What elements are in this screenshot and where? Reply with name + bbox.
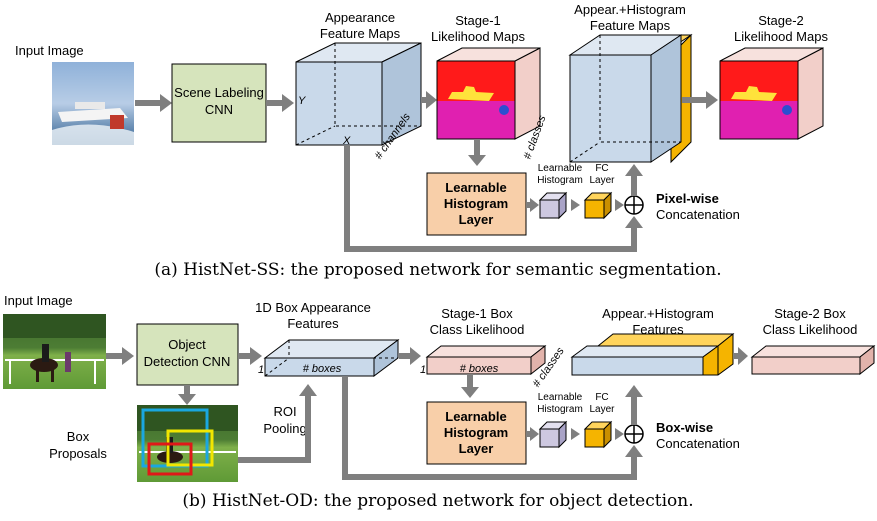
box-appearance-features-bar bbox=[263, 339, 400, 377]
learnable-histogram-layer-label: Learnable bbox=[445, 180, 506, 195]
stage2-box-likelihood-title: Stage-2 Box bbox=[774, 306, 846, 321]
arrow-input-to-detection-cnn bbox=[122, 347, 134, 365]
arrow-features-to-stage1-box bbox=[410, 347, 421, 365]
appear-hist-features-bar bbox=[570, 332, 735, 376]
arrow-cnn-to-box-features bbox=[250, 347, 262, 365]
input-image-boat bbox=[52, 62, 134, 145]
learnable-histogram-vector-label: Learnable bbox=[538, 163, 583, 174]
concatenation-label: Concatenation bbox=[656, 207, 740, 222]
part-b: Input Image Object Detection CNN Box Pro… bbox=[3, 293, 876, 511]
input-image-horse bbox=[3, 314, 106, 389]
arrow-appear-hist-to-stage2-box bbox=[738, 347, 748, 365]
concatenation-label-b: Concatenation bbox=[656, 436, 740, 451]
object-detection-cnn-box bbox=[136, 323, 239, 386]
concat-operator-b bbox=[624, 424, 644, 444]
learnable-histogram-layer-label-b: Learnable bbox=[445, 409, 506, 424]
pixel-wise-label: Pixel-wise bbox=[656, 191, 719, 206]
appearance-feature-cube bbox=[295, 42, 422, 146]
arrow-concat-to-appear-hist-b bbox=[625, 385, 643, 397]
arrow-cnn-to-proposals bbox=[178, 394, 196, 405]
svg-text:Likelihood Maps: Likelihood Maps bbox=[734, 29, 828, 44]
scene-labeling-cnn-label: Scene Labeling bbox=[174, 85, 264, 100]
arrow-stage1-box-to-hist-layer bbox=[461, 387, 479, 398]
fc-layer-vector-b bbox=[583, 420, 613, 449]
svg-text:Detection CNN: Detection CNN bbox=[144, 354, 231, 369]
svg-text:Layer: Layer bbox=[459, 212, 494, 227]
axis-x-label: X bbox=[342, 135, 351, 147]
dim-one-label-b: 1 bbox=[420, 364, 426, 376]
scene-labeling-cnn-box bbox=[171, 63, 267, 143]
svg-text:Histogram: Histogram bbox=[537, 404, 583, 415]
svg-text:Feature Maps: Feature Maps bbox=[590, 18, 671, 33]
appear-hist-maps-title: Appear.+Histogram bbox=[574, 2, 686, 17]
svg-text:Pooling: Pooling bbox=[263, 421, 306, 436]
arrow-concat-to-appear-hist bbox=[625, 164, 643, 176]
stage1-box-likelihood-bar bbox=[425, 344, 547, 376]
concat-operator-a bbox=[624, 195, 644, 215]
learnable-histogram-vector-b bbox=[538, 420, 568, 449]
svg-text:Layer: Layer bbox=[589, 404, 615, 415]
svg-text:Class Likelihood: Class Likelihood bbox=[430, 322, 525, 337]
svg-text:Histogram: Histogram bbox=[444, 425, 508, 440]
box-proposals-label: Box bbox=[67, 429, 90, 444]
axis-y-label: Y bbox=[298, 95, 306, 107]
arrow-appear-hist-to-stage2 bbox=[706, 91, 718, 109]
part-a: Input Image Scene Labeling CNN Appearanc… bbox=[15, 2, 828, 280]
dim-one-label-a: 1 bbox=[258, 364, 264, 376]
input-image-label: Input Image bbox=[15, 43, 84, 58]
box-appearance-features-title: 1D Box Appearance bbox=[255, 300, 371, 315]
svg-text:Layer: Layer bbox=[459, 441, 494, 456]
skip-connection-a bbox=[344, 145, 637, 252]
svg-text:Likelihood Maps: Likelihood Maps bbox=[431, 29, 525, 44]
fc-layer-vector bbox=[583, 191, 613, 220]
stage2-likelihood-title: Stage-2 bbox=[758, 13, 804, 28]
boxes-label-a: # boxes bbox=[303, 363, 342, 375]
arrow-proposals-to-roi bbox=[238, 396, 311, 463]
stage1-likelihood-cube bbox=[436, 47, 541, 140]
svg-text:Histogram: Histogram bbox=[537, 175, 583, 186]
appearance-feature-maps-title: Appearance bbox=[325, 10, 395, 25]
stage1-likelihood-title: Stage-1 bbox=[455, 13, 501, 28]
appear-hist-cube bbox=[568, 33, 693, 164]
boxes-label-b: # boxes bbox=[460, 363, 499, 375]
arrow-features-to-stage1 bbox=[426, 91, 437, 109]
svg-text:Features: Features bbox=[287, 316, 339, 331]
stage1-box-likelihood-title: Stage-1 Box bbox=[441, 306, 513, 321]
svg-text:Class Likelihood: Class Likelihood bbox=[763, 322, 858, 337]
caption-a: (a) HistNet-SS: the proposed network for… bbox=[154, 260, 721, 280]
svg-text:Features: Features bbox=[632, 322, 684, 337]
arrow-stage1-to-hist-layer bbox=[468, 155, 486, 166]
skip-connection-b bbox=[342, 376, 637, 480]
svg-text:Histogram: Histogram bbox=[444, 196, 508, 211]
object-detection-cnn-label: Object bbox=[168, 337, 206, 352]
caption-b: (b) HistNet-OD: the proposed network for… bbox=[182, 491, 693, 511]
svg-text:CNN: CNN bbox=[205, 102, 233, 117]
learnable-histogram-vector-label-b: Learnable bbox=[538, 392, 583, 403]
svg-text:Layer: Layer bbox=[589, 175, 615, 186]
appear-hist-features-title: Appear.+Histogram bbox=[602, 306, 714, 321]
svg-text:Proposals: Proposals bbox=[49, 446, 107, 461]
roi-pooling-label: ROI bbox=[273, 404, 296, 419]
box-proposals-image bbox=[137, 405, 238, 482]
learnable-histogram-layer-box bbox=[426, 172, 527, 236]
input-image-label-b: Input Image bbox=[4, 293, 73, 308]
stage2-box-likelihood-bar bbox=[750, 344, 876, 376]
learnable-histogram-layer-box-b bbox=[426, 401, 527, 465]
svg-text:Feature Maps: Feature Maps bbox=[320, 26, 401, 41]
fc-layer-vector-label-b: FC bbox=[595, 392, 608, 403]
learnable-histogram-vector bbox=[538, 191, 568, 220]
stage2-likelihood-cube bbox=[719, 47, 824, 140]
box-wise-label: Box-wise bbox=[656, 420, 713, 435]
fc-layer-vector-label: FC bbox=[595, 163, 608, 174]
